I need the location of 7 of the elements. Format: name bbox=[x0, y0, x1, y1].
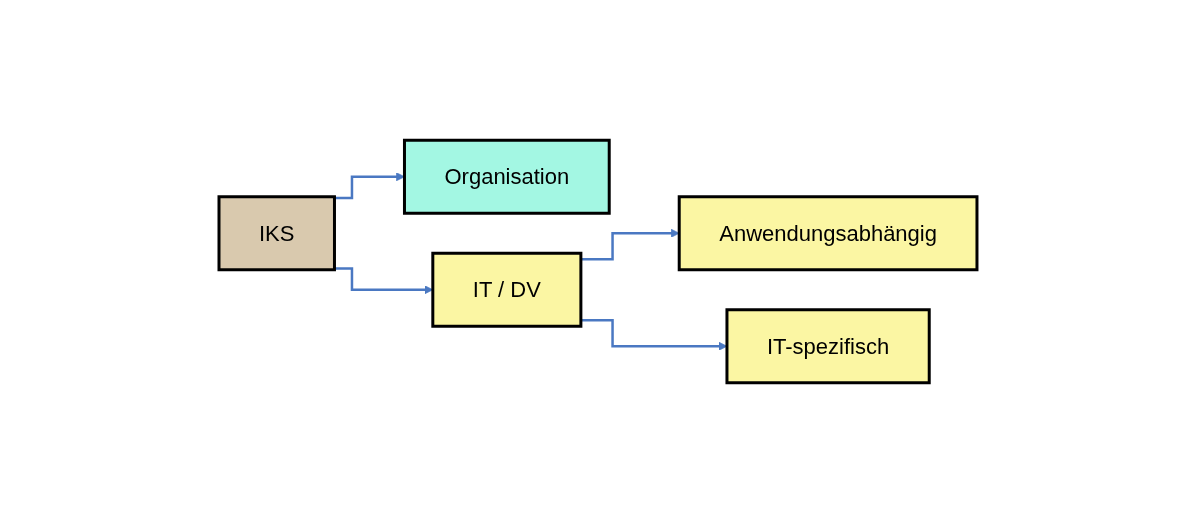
node-box: IT-spezifisch bbox=[725, 308, 931, 385]
node-box: IKS bbox=[217, 195, 336, 272]
node-box: Anwendungsabhängig bbox=[677, 195, 978, 272]
node-box: IT / DV bbox=[430, 251, 582, 328]
arrow bbox=[580, 318, 727, 351]
node-box: Organisation bbox=[402, 138, 611, 215]
arrow bbox=[334, 267, 433, 295]
